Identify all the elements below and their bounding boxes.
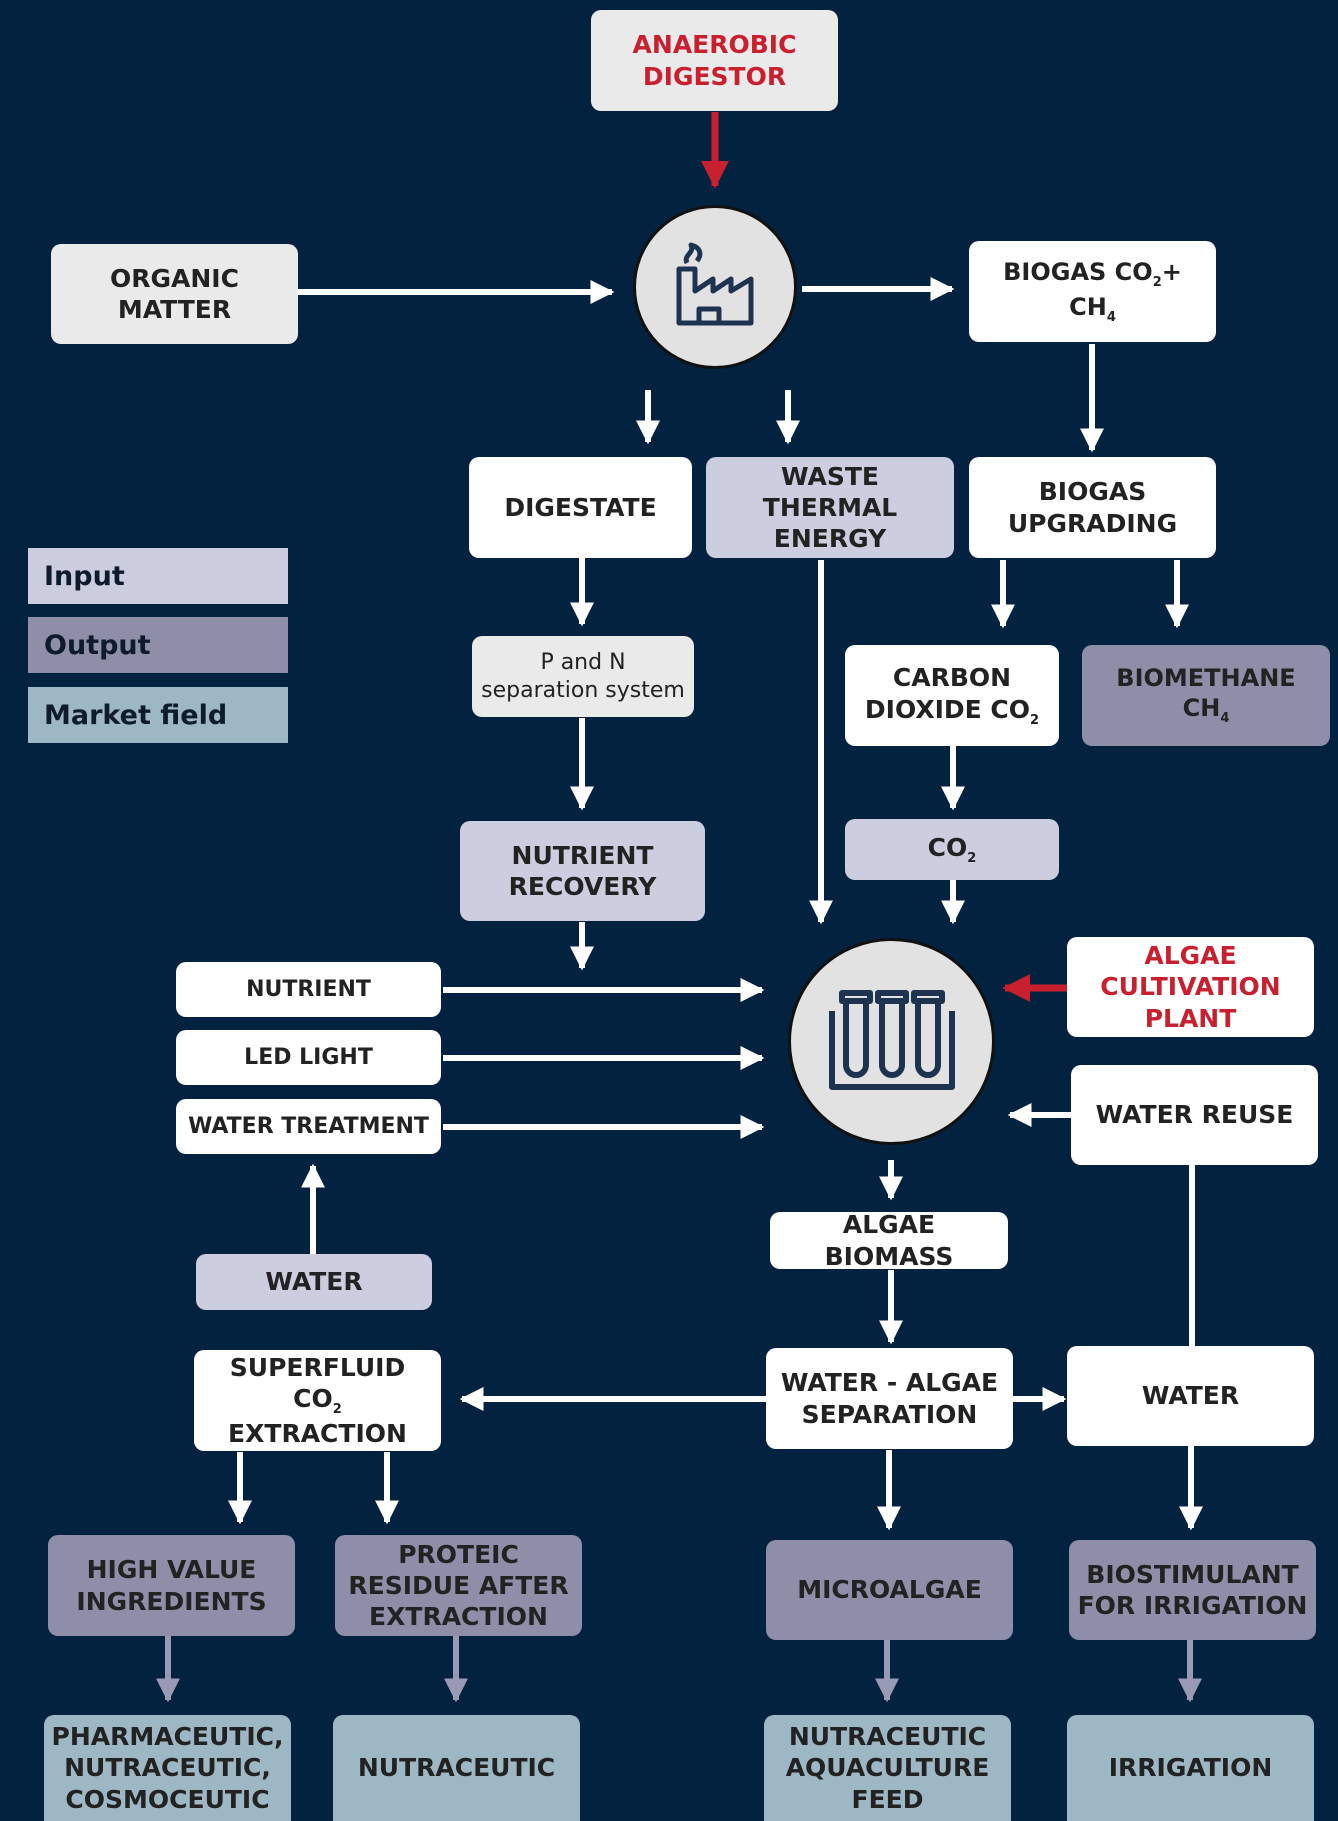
superfluid-label: SUPERFLUID bbox=[229, 1352, 406, 1382]
water-output-box: WATER bbox=[1067, 1346, 1314, 1446]
carbon-dioxide-subscript: 2 bbox=[1030, 712, 1040, 728]
waste-thermal-energy-box: WASTE THERMAL ENERGY bbox=[706, 457, 954, 558]
water-algae-separation-box: WATER - ALGAE SEPARATION bbox=[766, 1348, 1013, 1449]
nutraceutic-box: NUTRACEUTIC bbox=[333, 1715, 580, 1821]
biomethane-label: BIOMETHANE CH bbox=[1116, 664, 1296, 723]
biogas-box: BIOGAS CO2+ CH4 bbox=[969, 241, 1216, 342]
biomethane-subscript: 4 bbox=[1220, 711, 1230, 727]
algae-biomass-box: ALGAE BIOMASS bbox=[770, 1210, 1008, 1271]
irrigation-box: IRRIGATION bbox=[1067, 1715, 1314, 1821]
nutrient-box: NUTRIENT bbox=[176, 962, 441, 1017]
co2-box: CO2 bbox=[845, 819, 1059, 880]
co2-label: CO bbox=[927, 832, 968, 862]
biogas-upgrading-box: BIOGAS UPGRADING bbox=[969, 457, 1216, 558]
biogas-label: BIOGAS CO bbox=[1003, 258, 1153, 287]
pharmaceutic-box: PHARMACEUTIC, NUTRACEUTIC, COSMOCEUTIC bbox=[44, 1715, 291, 1821]
legend-output: Output bbox=[28, 617, 288, 673]
microalgae-box: MICROALGAE bbox=[766, 1540, 1013, 1640]
nutrient-recovery-box: NUTRIENT RECOVERY bbox=[460, 821, 705, 921]
superfluid-subscript: 2 bbox=[332, 1401, 342, 1417]
algae-cultivation-plant-box: ALGAE CULTIVATION PLANT bbox=[1067, 937, 1314, 1037]
biogas-ch-label: + CH bbox=[1069, 258, 1182, 321]
factory-icon bbox=[669, 239, 761, 335]
led-light-box: LED LIGHT bbox=[176, 1030, 441, 1085]
pn-separation-box: P and N separation system bbox=[472, 636, 694, 717]
high-value-ingredients-box: HIGH VALUE INGREDIENTS bbox=[48, 1535, 295, 1636]
superfluid-co-label: CO bbox=[293, 1383, 333, 1413]
anaerobic-digestor-box: ANAEROBIC DIGESTOR bbox=[591, 10, 838, 111]
legend-input: Input bbox=[28, 548, 288, 604]
water-reuse-box: WATER REUSE bbox=[1071, 1065, 1318, 1165]
digestor-circle bbox=[633, 205, 797, 369]
biogas-co2-subscript: 2 bbox=[1152, 275, 1162, 291]
proteic-residue-box: PROTEIC RESIDUE AFTER EXTRACTION bbox=[335, 1535, 582, 1636]
water-treatment-box: WATER TREATMENT bbox=[176, 1099, 441, 1154]
water-input-box: WATER bbox=[196, 1254, 432, 1310]
carbon-dioxide-label: CARBON DIOXIDE CO bbox=[864, 663, 1031, 724]
nutraceutic-aquaculture-box: NUTRACEUTIC AQUACULTURE FEED bbox=[764, 1715, 1011, 1821]
test-tubes-icon bbox=[828, 981, 956, 1103]
co2-subscript: 2 bbox=[967, 850, 977, 866]
legend-market-field: Market field bbox=[28, 687, 288, 743]
cultivation-circle bbox=[788, 938, 995, 1145]
biogas-ch4-subscript: 4 bbox=[1106, 309, 1116, 325]
biostimulant-box: BIOSTIMULANT FOR IRRIGATION bbox=[1069, 1540, 1316, 1640]
organic-matter-box: ORGANIC MATTER bbox=[51, 244, 298, 344]
superfluid-extraction-label: EXTRACTION bbox=[228, 1419, 407, 1449]
carbon-dioxide-box: CARBON DIOXIDE CO2 bbox=[845, 645, 1059, 746]
digestate-box: DIGESTATE bbox=[469, 457, 692, 558]
biomethane-box: BIOMETHANE CH4 bbox=[1082, 645, 1330, 746]
